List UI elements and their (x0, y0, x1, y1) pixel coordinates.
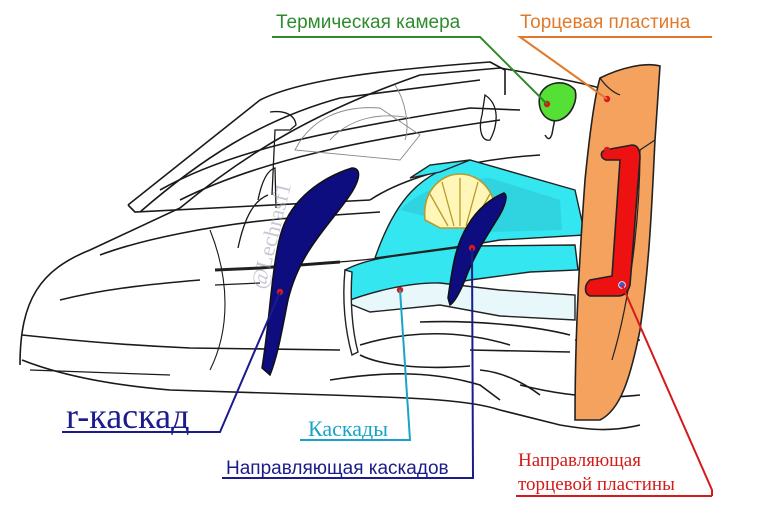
leader-lines (62, 36, 713, 497)
r-cascade-vane (261, 167, 360, 377)
thermal-camera-leader (272, 36, 548, 105)
cascades-leader (300, 289, 412, 441)
cascades-label: Каскады (308, 416, 388, 441)
endplate-leader (516, 36, 712, 100)
endplate-guide-marker-red (603, 146, 611, 154)
cascade-guide-leader (222, 247, 475, 479)
endplate-guide-leader (621, 284, 713, 496)
r-cascade-label: r-каскад (66, 396, 189, 436)
endplate-guide (584, 144, 641, 297)
cascade-guide-label: Направляющая каскадов (226, 458, 449, 479)
endplate-label: Торцевая пластина (520, 12, 691, 33)
r-cascade-leader (62, 291, 281, 433)
lower-cascade-plane (343, 282, 576, 321)
endplate-guide-label-line2: торцевой пластины (518, 474, 675, 495)
car-body-outline (19, 61, 641, 431)
cascade-guide-vane (447, 192, 507, 307)
thermal-camera (538, 82, 577, 140)
thermal-camera-label: Термическая камера (276, 12, 461, 33)
endplate-guide-label-line1: Направляющая (518, 450, 641, 471)
